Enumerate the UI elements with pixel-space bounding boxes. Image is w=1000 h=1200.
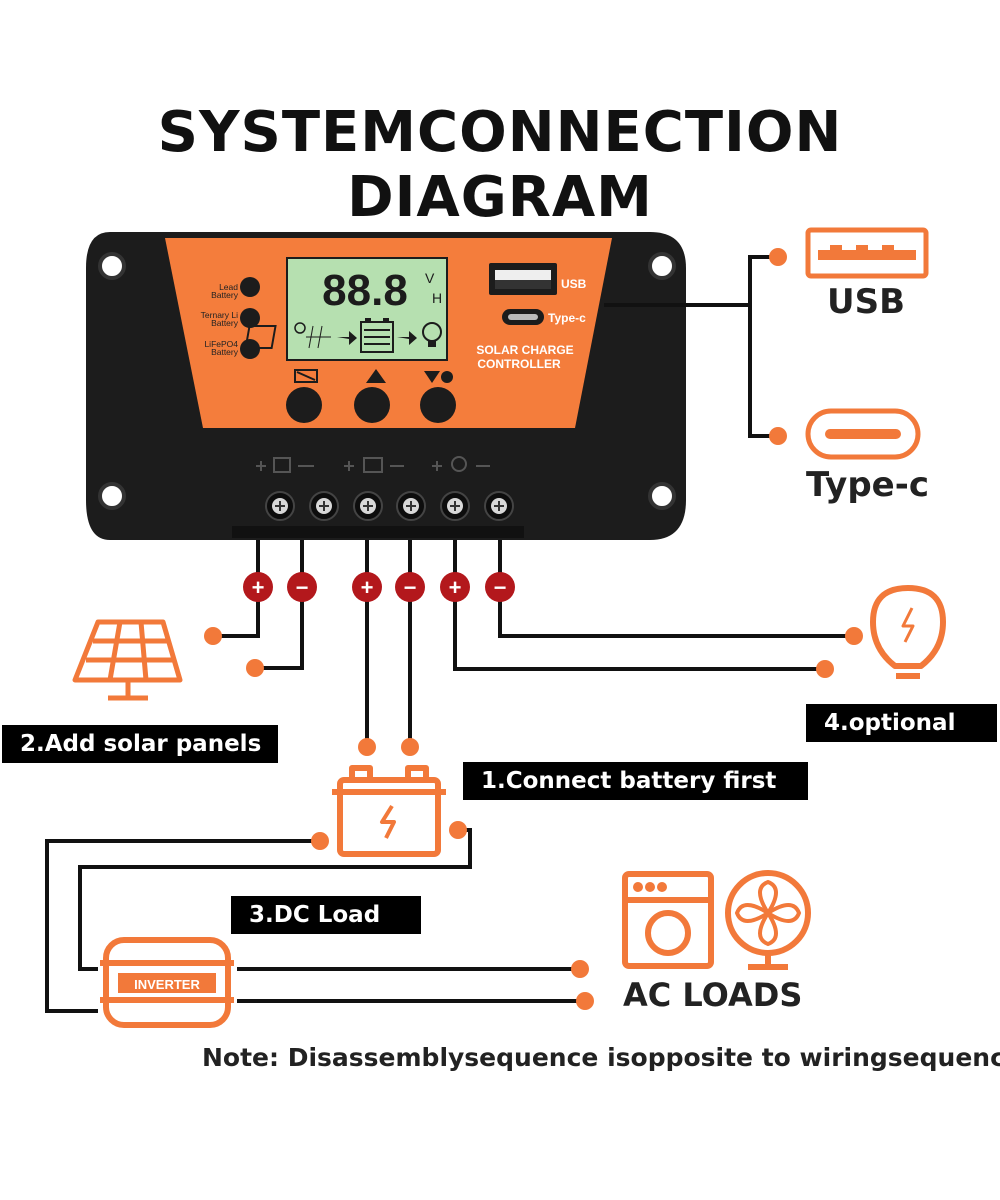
- inverter-label: INVERTER: [134, 977, 200, 992]
- polarity-symbol: −: [404, 575, 417, 600]
- negative-marker: −: [485, 572, 515, 602]
- mount-hole: [98, 252, 126, 280]
- screw-terminal: [265, 491, 295, 521]
- ac-loads-label: AC LOADS: [623, 976, 803, 1014]
- page-title: SYSTEMCONNECTION DIAGRAM: [157, 100, 843, 230]
- connection-dot: [576, 992, 594, 1010]
- typec-port-label: Type-c: [548, 311, 586, 325]
- load-negative-wire: [498, 540, 854, 638]
- mode-button[interactable]: [286, 387, 322, 423]
- disassembly-note: Note: Disassemblysequence isopposite to …: [202, 1043, 1000, 1072]
- bulb-icon: [422, 322, 442, 347]
- connection-dot: [571, 960, 589, 978]
- connection-dot: [449, 821, 467, 839]
- connection-dot: [769, 248, 787, 266]
- bulb-small-icon: [451, 456, 467, 472]
- inverter-icon: [100, 937, 234, 1028]
- step-1-battery-label: 1.Connect battery first: [463, 762, 808, 800]
- screw-terminal: [396, 491, 426, 521]
- connection-dot: [204, 627, 222, 645]
- wire-end-dots: [204, 248, 863, 1010]
- terminal-legend: [256, 456, 490, 473]
- output-branch-wire: [748, 255, 778, 438]
- polarity-symbol: −: [296, 575, 309, 600]
- polarity-symbol: +: [449, 575, 462, 600]
- connection-dot: [769, 427, 787, 445]
- typec-output-label: Type-c: [806, 465, 929, 505]
- polarity-symbol: −: [494, 575, 507, 600]
- usb-port-label: USB: [561, 277, 587, 291]
- solar-panel-icon: [72, 619, 183, 701]
- negative-marker: −: [287, 572, 317, 602]
- step-4-optional-label: 4.optional: [806, 704, 997, 742]
- battery-type-2-line1: Ternary Li: [201, 310, 238, 320]
- negative-marker: −: [395, 572, 425, 602]
- mount-hole: [648, 252, 676, 280]
- lcd-unit-v: V: [425, 270, 435, 286]
- battery-level-icon: [360, 318, 394, 353]
- battery-type-1-line1: Lead: [219, 282, 238, 292]
- positive-marker: +: [243, 572, 273, 602]
- warning-button[interactable]: [354, 387, 390, 423]
- arrow-icon: [337, 331, 357, 345]
- screw-terminals: [265, 491, 514, 521]
- solar-charge-controller: Lead Battery Ternary Li Battery LiFePO4 …: [86, 232, 686, 540]
- battery-small-icon: [363, 457, 383, 473]
- positive-marker: +: [440, 572, 470, 602]
- connection-dot: [358, 738, 376, 756]
- lcd-display: 88.8 V H: [244, 257, 448, 361]
- screw-terminal: [309, 491, 339, 521]
- battery-type-1-line2: Battery: [211, 290, 239, 300]
- usb-output-label: USB: [827, 282, 906, 322]
- inverter-feed-wire-1: [45, 839, 320, 1013]
- washing-machine-icon: [622, 871, 714, 969]
- solar-negative-wire: [255, 540, 304, 670]
- load-button[interactable]: [420, 387, 456, 423]
- connection-dot: [311, 832, 329, 850]
- load-positive-wire: [453, 540, 825, 671]
- step-2-solar-label: 2.Add solar panels: [2, 725, 278, 763]
- connection-dot: [816, 660, 834, 678]
- positive-marker: +: [352, 572, 382, 602]
- typec-icon: [805, 408, 921, 460]
- battery-type-2-line2: Battery: [211, 318, 239, 328]
- load-icon: [424, 371, 453, 383]
- screw-terminal: [484, 491, 514, 521]
- polarity-markers: + − + − + −: [243, 572, 515, 602]
- connection-dot: [845, 627, 863, 645]
- connection-dot: [401, 738, 419, 756]
- screw-terminal: [440, 491, 470, 521]
- sun-panel-icon: [244, 322, 331, 349]
- battery-type-3-line2: Battery: [211, 347, 239, 357]
- connection-dot: [246, 659, 264, 677]
- step-3-dc-load-label: 3.DC Load: [231, 896, 421, 934]
- usb-icon: [805, 227, 929, 279]
- indicator-led: [240, 308, 260, 328]
- polarity-symbol: +: [361, 575, 374, 600]
- battery-type-3-line1: LiFePO4: [204, 339, 238, 349]
- lcd-unit-h: H: [432, 290, 442, 306]
- polarity-symbol: +: [252, 575, 265, 600]
- light-bulb-icon: [870, 585, 946, 679]
- solar-panel-small-icon: [273, 457, 291, 473]
- mode-icon: [294, 369, 318, 383]
- mount-hole: [98, 482, 126, 510]
- screw-terminal: [353, 491, 383, 521]
- controller-name-line2: CONTROLLER: [477, 357, 561, 371]
- battery-icon: [332, 765, 446, 857]
- fan-icon: [725, 870, 811, 970]
- mount-hole: [648, 482, 676, 510]
- arrow-icon: [397, 331, 417, 345]
- indicator-led: [240, 277, 260, 297]
- lcd-digits: 88.8: [322, 266, 408, 315]
- inverter-feed-wire-2: [78, 828, 472, 971]
- warning-icon: [366, 369, 386, 383]
- controller-name-line1: SOLAR CHARGE: [476, 343, 573, 357]
